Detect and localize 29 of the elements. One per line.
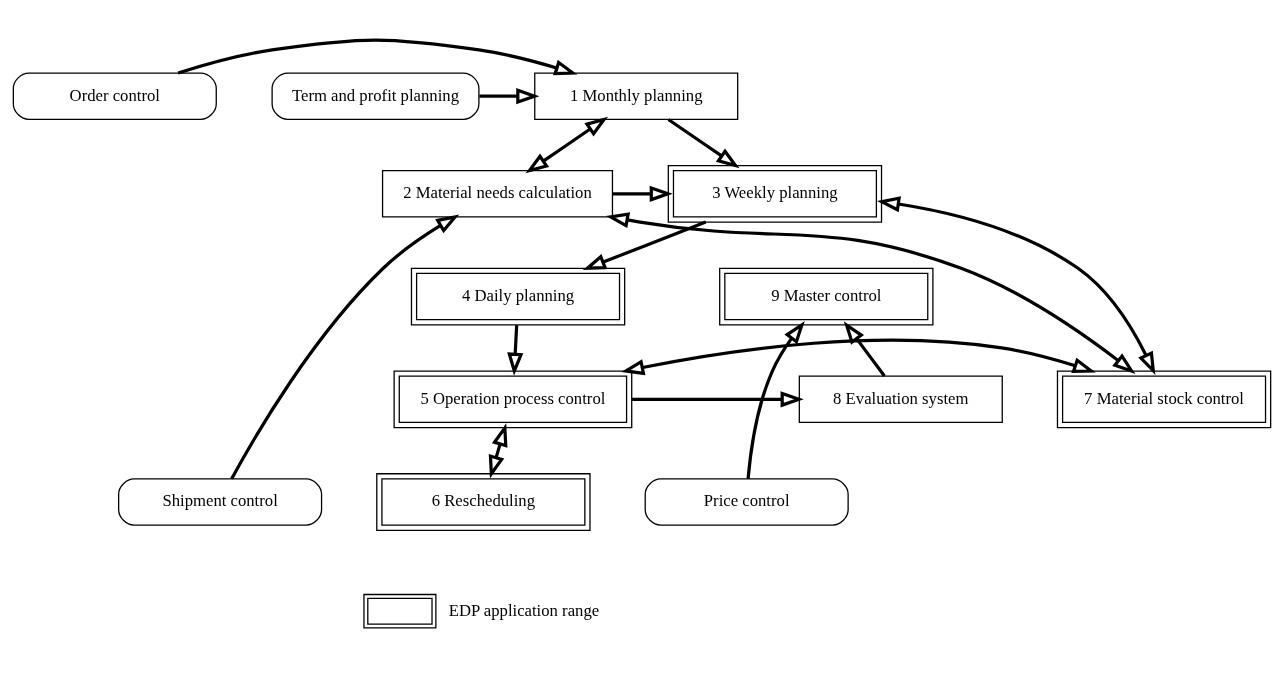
arrow [631, 391, 804, 408]
node-box: 2 Material needs calculation [381, 170, 614, 218]
arrow [488, 423, 508, 479]
node-box: Shipment control [118, 478, 323, 526]
arrow [612, 185, 673, 202]
node-box: 9 Master control [719, 267, 934, 326]
arrow [177, 38, 578, 76]
arrow [667, 118, 740, 169]
arrow [507, 325, 524, 376]
arrow [582, 220, 707, 270]
node-box: 1 Monthly planning [534, 72, 739, 120]
node-box: Order control [12, 72, 217, 120]
arrow [605, 212, 1136, 374]
arrow [525, 116, 609, 174]
arrow [479, 88, 540, 105]
arrow [843, 321, 886, 377]
node-box: 8 Evaluation system [798, 375, 1003, 424]
node-box: 4 Daily planning [410, 267, 626, 326]
node-box: 3 Weekly planning [667, 164, 883, 223]
arrow [621, 338, 1096, 376]
arrow [230, 214, 460, 480]
arrow [876, 196, 1156, 376]
node-box: 5 Operation process control [393, 370, 633, 429]
node-box: Price control [644, 478, 849, 526]
arrow [746, 321, 805, 479]
node-box: 7 Material stock control [1056, 370, 1272, 429]
legend-label: EDP application range [448, 600, 600, 620]
node-box: 6 Rescheduling [376, 473, 591, 531]
node-box: Term and profit planning [271, 72, 480, 120]
